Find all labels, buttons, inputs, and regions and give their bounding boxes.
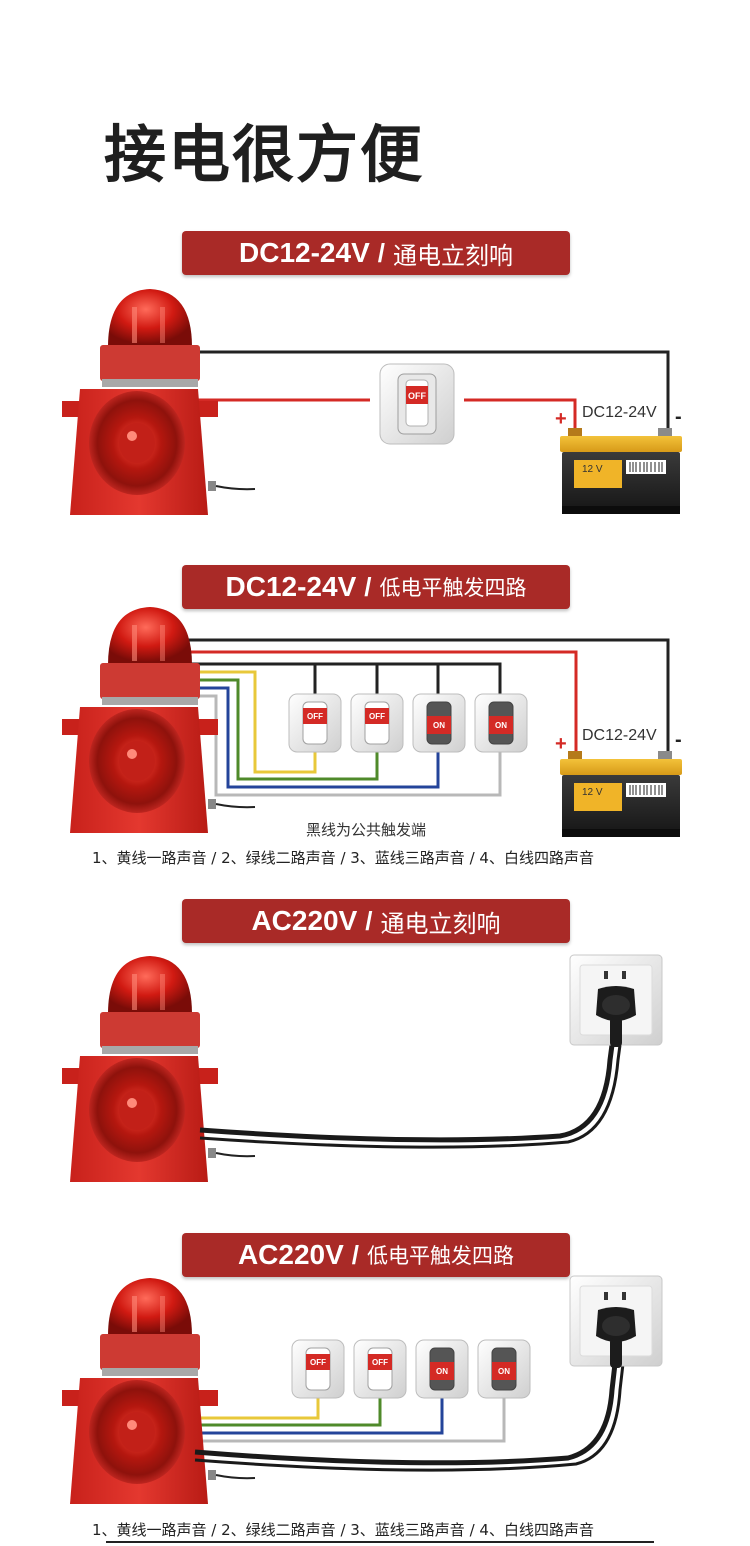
switch-label-off: OFF xyxy=(307,712,323,721)
banner-separator: / xyxy=(351,1239,360,1270)
battery-voltage-label: DC12-24V xyxy=(582,727,657,744)
toggle-switch-on-4d: ON xyxy=(477,1339,531,1399)
switch-label-off: OFF xyxy=(310,1358,326,1367)
battery-1: 12 V xyxy=(560,428,682,514)
banner-description: 低电平触发四路 xyxy=(379,576,527,600)
section-banner-3: AC220V / 通电立刻响 xyxy=(182,899,570,943)
common-trigger-note: 黑线为公共触发端 xyxy=(306,821,427,839)
toggle-switch-off-1: OFF xyxy=(379,363,455,445)
power-cable-3 xyxy=(199,1029,624,1149)
page-title: 接电很方便 xyxy=(104,118,425,191)
alarm-siren-3 xyxy=(62,956,256,1182)
alarm-siren-4 xyxy=(62,1278,256,1504)
battery-rating: 12 V xyxy=(582,787,603,798)
banner-description: 低电平触发四路 xyxy=(367,1244,515,1268)
banner-description: 通电立刻响 xyxy=(380,909,501,938)
toggle-switch-off-4a: OFF xyxy=(291,1339,345,1399)
banner-separator: / xyxy=(365,905,373,936)
switch-label-off: OFF xyxy=(369,712,385,721)
switch-label-off: OFF xyxy=(372,1358,388,1367)
section-banner-4: AC220V / 低电平触发四路 xyxy=(182,1233,570,1277)
wall-socket-3 xyxy=(569,954,663,1047)
alarm-siren-1 xyxy=(62,289,256,515)
section-banner-2: DC12-24V / 低电平触发四路 xyxy=(182,565,570,609)
toggle-switch-off-2a: OFF xyxy=(288,693,342,753)
toggle-switch-off-4b: OFF xyxy=(353,1339,407,1399)
wall-socket-4 xyxy=(569,1275,663,1368)
battery-2: 12 V xyxy=(560,751,682,837)
banner-voltage: DC12-24V xyxy=(225,571,357,602)
bottom-divider xyxy=(106,1541,654,1543)
switch-label-on: ON xyxy=(495,721,507,730)
banner-separator: / xyxy=(364,571,372,602)
wires-section-4 xyxy=(195,1396,506,1443)
toggle-switch-on-2d: ON xyxy=(474,693,528,753)
power-cable-4 xyxy=(194,1354,626,1472)
banner-description: 通电立刻响 xyxy=(392,241,513,270)
switch-label-on: ON xyxy=(433,721,445,730)
battery-minus-sign: - xyxy=(675,406,682,428)
banner-voltage: AC220V xyxy=(251,905,358,936)
wire-color-legend: 1、黄线一路声音 / 2、绿线二路声音 / 3、蓝线三路声音 / 4、白线四路声… xyxy=(92,849,594,867)
banner-voltage: AC220V xyxy=(237,1239,344,1270)
banner-separator: / xyxy=(377,237,385,268)
wires-section-2 xyxy=(176,638,670,797)
section-banner-1: DC12-24V / 通电立刻响 xyxy=(182,231,570,275)
wires-section-1 xyxy=(178,350,670,430)
toggle-switch-off-2b: OFF xyxy=(350,693,404,753)
switch-label-off: OFF xyxy=(408,391,426,401)
battery-plus-sign: + xyxy=(555,408,567,430)
wire-color-legend: 1、黄线一路声音 / 2、绿线二路声音 / 3、蓝线三路声音 / 4、白线四路声… xyxy=(92,1521,594,1539)
alarm-siren-2 xyxy=(62,607,256,833)
battery-voltage-label: DC12-24V xyxy=(582,404,657,421)
battery-minus-sign: - xyxy=(675,729,682,751)
banner-voltage: DC12-24V xyxy=(239,237,370,268)
battery-rating: 12 V xyxy=(582,464,603,475)
battery-plus-sign: + xyxy=(555,733,567,755)
switch-label-on: ON xyxy=(498,1367,510,1376)
toggle-switch-on-4c: ON xyxy=(415,1339,469,1399)
toggle-switch-on-2c: ON xyxy=(412,693,466,753)
switch-label-on: ON xyxy=(436,1367,448,1376)
